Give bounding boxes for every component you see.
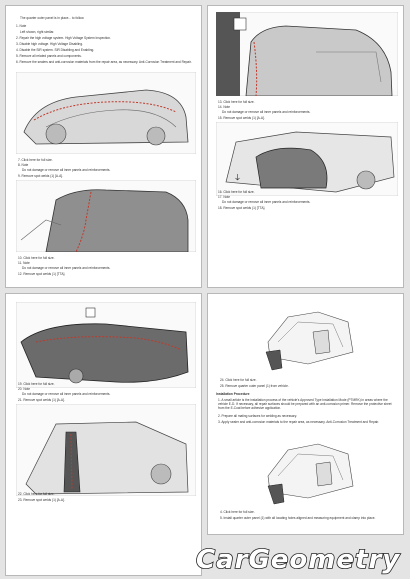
caption-line: 5. Install quarter outer panel (1) with … <box>220 516 376 520</box>
caption-line: 25. Remove quarter outer panel (1) from … <box>220 384 289 388</box>
panel-part <box>265 349 283 371</box>
caption-line[interactable]: 13. Click here for full size. <box>218 100 255 104</box>
text-line: 5. Remove all related panels and compone… <box>16 54 82 58</box>
pickup-bed-illustration[interactable] <box>216 122 398 196</box>
bed-side-illustration[interactable] <box>16 302 196 388</box>
caption-line: Do not damage or remove all inner panels… <box>222 110 311 114</box>
detail-inset-icon <box>233 17 247 31</box>
caption-line[interactable]: 22. Click here for full size. <box>18 492 55 496</box>
caption-line: 18. Remove spot welds (1) [TTA]. <box>218 206 266 210</box>
caption-line: 9. Remove spot welds (1) [A-A]. <box>18 174 63 178</box>
caption-line: 17. Note <box>218 195 231 199</box>
caption-line: Do not damage or remove all inner panels… <box>22 392 111 396</box>
panel-part <box>267 483 285 505</box>
caption-line[interactable]: 16. Click here for full size. <box>218 190 255 194</box>
arrow-down-icon <box>235 174 240 181</box>
caption-line: 23. Remove spot welds (1) [A-A]. <box>18 498 65 502</box>
cargeometry-logo: CarGeometry <box>195 544 400 576</box>
detail-inset-icon <box>85 307 96 318</box>
caption-line: 20. Note <box>18 387 31 391</box>
text-line: 4. Disable the SIR system. SIR Disabling… <box>16 48 95 52</box>
caption-line: 21. Remove spot welds (1) [A-A]. <box>18 398 65 402</box>
caption-line: 15. Remove spot welds (1) [A-A]. <box>218 116 265 120</box>
body-frame-illustration[interactable] <box>258 432 358 506</box>
body-frame-illustration[interactable] <box>258 302 358 372</box>
text-line: 3. Disable high voltage. High Voltage Di… <box>16 42 83 46</box>
section-heading: Installation Procedure <box>216 392 250 396</box>
caption-line[interactable]: 4. Click here for full size. <box>220 510 255 514</box>
document-page-4: 24. Click here for full size. 25. Remove… <box>207 293 404 535</box>
caption-line: 8. Note <box>18 163 29 167</box>
document-page-3: 19. Click here for full size. 20. Note D… <box>5 293 202 576</box>
document-page-2: 13. Click here for full size. 14. Note D… <box>207 5 404 288</box>
caption-line[interactable]: 10. Click here for full size. <box>18 256 55 260</box>
text-line: 6. Remove the sealers and anti-corrosion… <box>16 60 192 64</box>
text-line: The quarter outer panel is in place... t… <box>20 16 85 20</box>
caption-line[interactable]: 7. Click here for full size. <box>18 158 53 162</box>
text-line: 1. Note <box>16 24 27 28</box>
caption-line: 12. Remove spot welds (1) [TTA]. <box>18 272 66 276</box>
caption-line: Do not damage or remove all inner panels… <box>22 266 111 270</box>
logo-text: CarGeometry <box>196 545 400 575</box>
caption-line: Do not damage or remove all inner panels… <box>22 168 111 172</box>
quarter-panel-illustration[interactable] <box>16 72 196 154</box>
text-line: 2. Repair the high voltage system. High … <box>16 36 111 40</box>
text-line: Left shown, right similar. <box>20 30 55 34</box>
caption-line[interactable]: 19. Click here for full size. <box>18 382 55 386</box>
caption-line: 14. Note <box>218 105 231 109</box>
caption-line[interactable]: 24. Click here for full size. <box>220 378 257 382</box>
rear-pillar-illustration[interactable] <box>16 180 196 252</box>
step-line: 3. Apply sealer and anti-corrosion mater… <box>218 420 379 424</box>
step-line: 2. Prepare all mating surfaces for weldi… <box>218 414 297 418</box>
rear-quarter-illustration[interactable] <box>216 12 398 96</box>
caption-line: Do not damage or remove all inner panels… <box>222 200 311 204</box>
document-page-1: The quarter outer panel is in place... t… <box>5 5 202 288</box>
caption-line: 11. Note <box>18 261 30 265</box>
bed-corner-illustration[interactable] <box>16 404 196 496</box>
paragraph: 1. A small article is the installation p… <box>218 398 392 410</box>
